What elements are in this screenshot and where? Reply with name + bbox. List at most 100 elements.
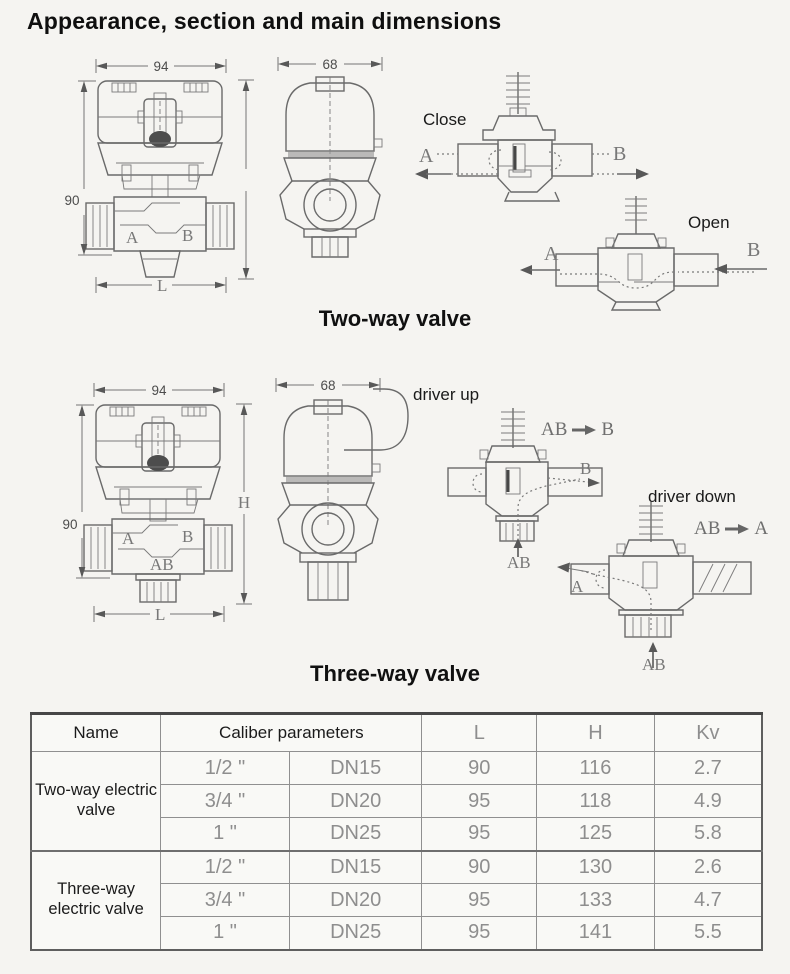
driver-down-flow-a: A bbox=[557, 562, 590, 596]
valve-body: A B AB bbox=[83, 518, 233, 603]
cell-dn: DN15 bbox=[288, 751, 423, 785]
dim-width-68: 68 bbox=[277, 57, 383, 72]
cell-h: 133 bbox=[536, 883, 655, 917]
cell-size: 1/2 " bbox=[160, 751, 290, 785]
cell-dn: DN20 bbox=[288, 883, 423, 917]
cell-h: 141 bbox=[536, 916, 655, 950]
cell-size: 3/4 " bbox=[160, 784, 290, 818]
arrow-right-icon bbox=[572, 425, 597, 435]
cell-dn: DN20 bbox=[288, 784, 423, 818]
actuator-outline bbox=[95, 404, 221, 522]
dim-H-label: H bbox=[238, 493, 250, 512]
open-section-view-drawing: Open A B bbox=[520, 196, 767, 311]
three-way-valve-caption: Three-way valve bbox=[310, 661, 480, 686]
dim-L-label: L bbox=[155, 605, 165, 624]
driver-up-flow-label: AB B bbox=[541, 419, 614, 441]
dim-90-label: 90 bbox=[62, 517, 77, 532]
open-valve-section bbox=[555, 196, 754, 311]
cell-h: 118 bbox=[536, 784, 655, 818]
port-b-label: B bbox=[182, 226, 193, 245]
side-body bbox=[277, 502, 379, 601]
page-title: Appearance, section and main dimensions bbox=[27, 8, 502, 34]
dim-total-height-H: H bbox=[236, 403, 252, 605]
cell-kv: 2.7 bbox=[653, 751, 763, 785]
table-row: 3/4 " DN20 95 133 4.7 bbox=[31, 883, 763, 917]
flow-to: A bbox=[754, 518, 769, 539]
cell-l: 95 bbox=[421, 916, 538, 950]
driver-down-in-port-label: AB bbox=[642, 655, 666, 674]
dim-length-L: L bbox=[93, 605, 225, 624]
dim-height-90: 90 bbox=[62, 404, 110, 579]
actuator-outline bbox=[97, 80, 223, 198]
open-label: Open bbox=[688, 213, 730, 232]
valve-body: A B bbox=[85, 196, 235, 278]
open-port-a-label: A bbox=[544, 243, 559, 265]
actuator-dome bbox=[281, 388, 409, 527]
dim-68-label: 68 bbox=[320, 378, 335, 393]
dim-right-unlabeled bbox=[238, 79, 254, 280]
cell-size: 1 " bbox=[160, 817, 290, 851]
cell-h: 125 bbox=[536, 817, 655, 851]
actuator-dome bbox=[283, 76, 383, 201]
driver-up-in-port-label: AB bbox=[507, 553, 531, 572]
col-header-kv: Kv bbox=[653, 713, 763, 752]
cell-size: 1 " bbox=[160, 916, 290, 950]
close-port-a-label: A bbox=[419, 145, 434, 167]
driver-down-label: driver down bbox=[648, 487, 736, 506]
driver-down-section-view-drawing: A AB bbox=[557, 502, 752, 674]
cell-kv: 5.8 bbox=[653, 817, 763, 851]
two-way-valve-caption: Two-way valve bbox=[318, 306, 472, 331]
cell-l: 95 bbox=[421, 784, 538, 818]
close-port-b-label: B bbox=[613, 143, 626, 165]
driver-up-section-view-drawing: B AB bbox=[447, 408, 603, 572]
flow-from: AB bbox=[541, 419, 568, 440]
group-name-two-way: Two-way electric valve bbox=[30, 751, 162, 851]
open-flow-b: B bbox=[714, 239, 767, 274]
cell-l: 95 bbox=[421, 817, 538, 851]
table-row: Three-way electric valve 1/2 " DN15 90 1… bbox=[30, 849, 763, 950]
close-label: Close bbox=[423, 110, 466, 129]
flow-from: AB bbox=[694, 518, 721, 539]
port-ab-label: AB bbox=[150, 555, 174, 574]
driver-up-flow-b: B bbox=[580, 459, 600, 487]
close-flow-b: B bbox=[592, 143, 649, 180]
dim-68-label: 68 bbox=[322, 57, 337, 72]
dim-width-68: 68 bbox=[275, 378, 381, 393]
group-name-three-way: Three-way electric valve bbox=[30, 849, 162, 950]
dimensions-table: Name Caliber parameters L H Kv Two-way e… bbox=[30, 712, 763, 951]
dim-94-label: 94 bbox=[151, 383, 167, 398]
driver-up-out-port-label: B bbox=[580, 459, 591, 478]
dim-length-L: L bbox=[95, 276, 227, 295]
cell-dn: DN15 bbox=[288, 849, 423, 884]
cell-h: 130 bbox=[536, 849, 655, 884]
table-header-row: Name Caliber parameters L H Kv bbox=[30, 713, 763, 752]
cell-l: 90 bbox=[421, 751, 538, 785]
port-a-label: A bbox=[126, 228, 139, 247]
table-row: Two-way electric valve 1/2 " DN15 90 116… bbox=[30, 751, 763, 851]
close-section-view-drawing: Close A B bbox=[415, 72, 649, 202]
side-body bbox=[279, 178, 381, 258]
cell-kv: 5.5 bbox=[653, 916, 763, 950]
flow-to: B bbox=[601, 419, 615, 440]
open-flow-a: A bbox=[520, 243, 560, 275]
col-header-name: Name bbox=[30, 713, 162, 752]
cell-dn: DN25 bbox=[288, 916, 423, 950]
close-valve-section bbox=[457, 72, 593, 202]
driver-up-valve-section bbox=[447, 408, 603, 542]
cell-size: 1/2 " bbox=[160, 849, 290, 884]
two-way-front-view-drawing: 94 A B bbox=[64, 59, 254, 295]
cell-l: 95 bbox=[421, 883, 538, 917]
driver-down-out-port-label: A bbox=[571, 577, 584, 596]
two-way-side-view-drawing: 68 bbox=[277, 57, 383, 258]
col-header-caliber: Caliber parameters bbox=[160, 713, 423, 752]
three-way-front-view-drawing: 94 A B bbox=[62, 383, 252, 624]
cell-size: 3/4 " bbox=[160, 883, 290, 917]
cell-l: 90 bbox=[421, 849, 538, 884]
table-row: 1 " DN25 95 125 5.8 bbox=[31, 817, 763, 851]
port-a-label: A bbox=[122, 529, 135, 548]
driver-up-label: driver up bbox=[413, 385, 480, 404]
dim-L-label: L bbox=[157, 276, 167, 295]
driver-down-flow-label: AB A bbox=[694, 518, 768, 540]
cell-kv: 2.6 bbox=[653, 849, 763, 884]
